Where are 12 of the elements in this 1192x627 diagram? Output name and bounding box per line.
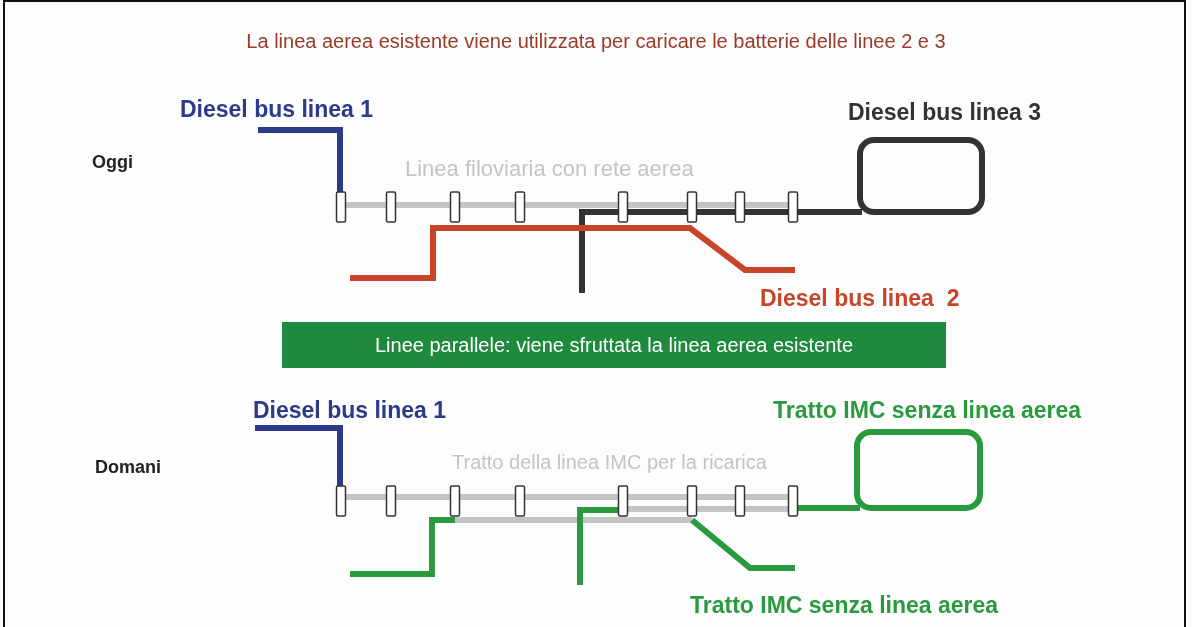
line-label: Tratto IMC senza linea aerea xyxy=(773,399,1082,422)
line-label: Diesel bus linea 1 xyxy=(253,399,447,422)
line-label: Linea filoviaria con rete aerea xyxy=(405,158,694,180)
line-label: Diesel bus linea 2 xyxy=(760,287,960,310)
banner: Linee parallele: viene sfruttata la linea aerea esistente xyxy=(282,322,946,368)
row-label: Oggi xyxy=(92,153,133,171)
line-label: Diesel bus linea 3 xyxy=(848,101,1042,124)
diagram-title: La linea aerea esistente viene utilizzata per caricare le batterie delle linee 2 e 3 xyxy=(245,30,947,53)
row-label: Domani xyxy=(95,458,161,476)
line-label: Tratto IMC senza linea aerea xyxy=(690,594,999,617)
line-label: Diesel bus linea 1 xyxy=(180,98,374,121)
line-label: Tratto della linea IMC per la ricarica xyxy=(452,452,767,472)
